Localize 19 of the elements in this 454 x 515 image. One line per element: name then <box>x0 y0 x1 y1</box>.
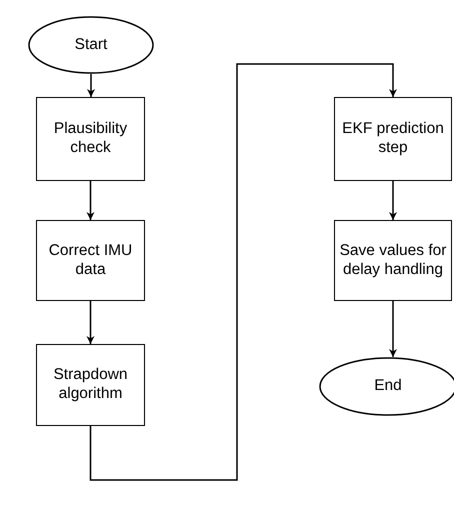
process-box <box>334 220 452 301</box>
process-box <box>36 344 145 426</box>
node-label: Start <box>74 36 108 54</box>
arrow <box>87 74 95 97</box>
process-box <box>36 97 145 181</box>
node-label: Correct IMU data <box>48 242 134 280</box>
arrow <box>86 301 94 344</box>
arrow <box>389 301 397 357</box>
process-box <box>36 220 145 301</box>
node-label: Plausibility check <box>52 120 128 158</box>
arrow <box>389 181 397 220</box>
arrow <box>86 181 94 220</box>
node-label: EKF prediction step <box>341 120 445 158</box>
arrow <box>90 63 397 481</box>
terminal-ellipse <box>28 16 154 74</box>
process-box <box>334 97 452 181</box>
node-label: End <box>373 377 403 396</box>
node-label: Strapdown algorithm <box>52 366 129 404</box>
node-label: Save values for delay handling <box>338 242 448 280</box>
